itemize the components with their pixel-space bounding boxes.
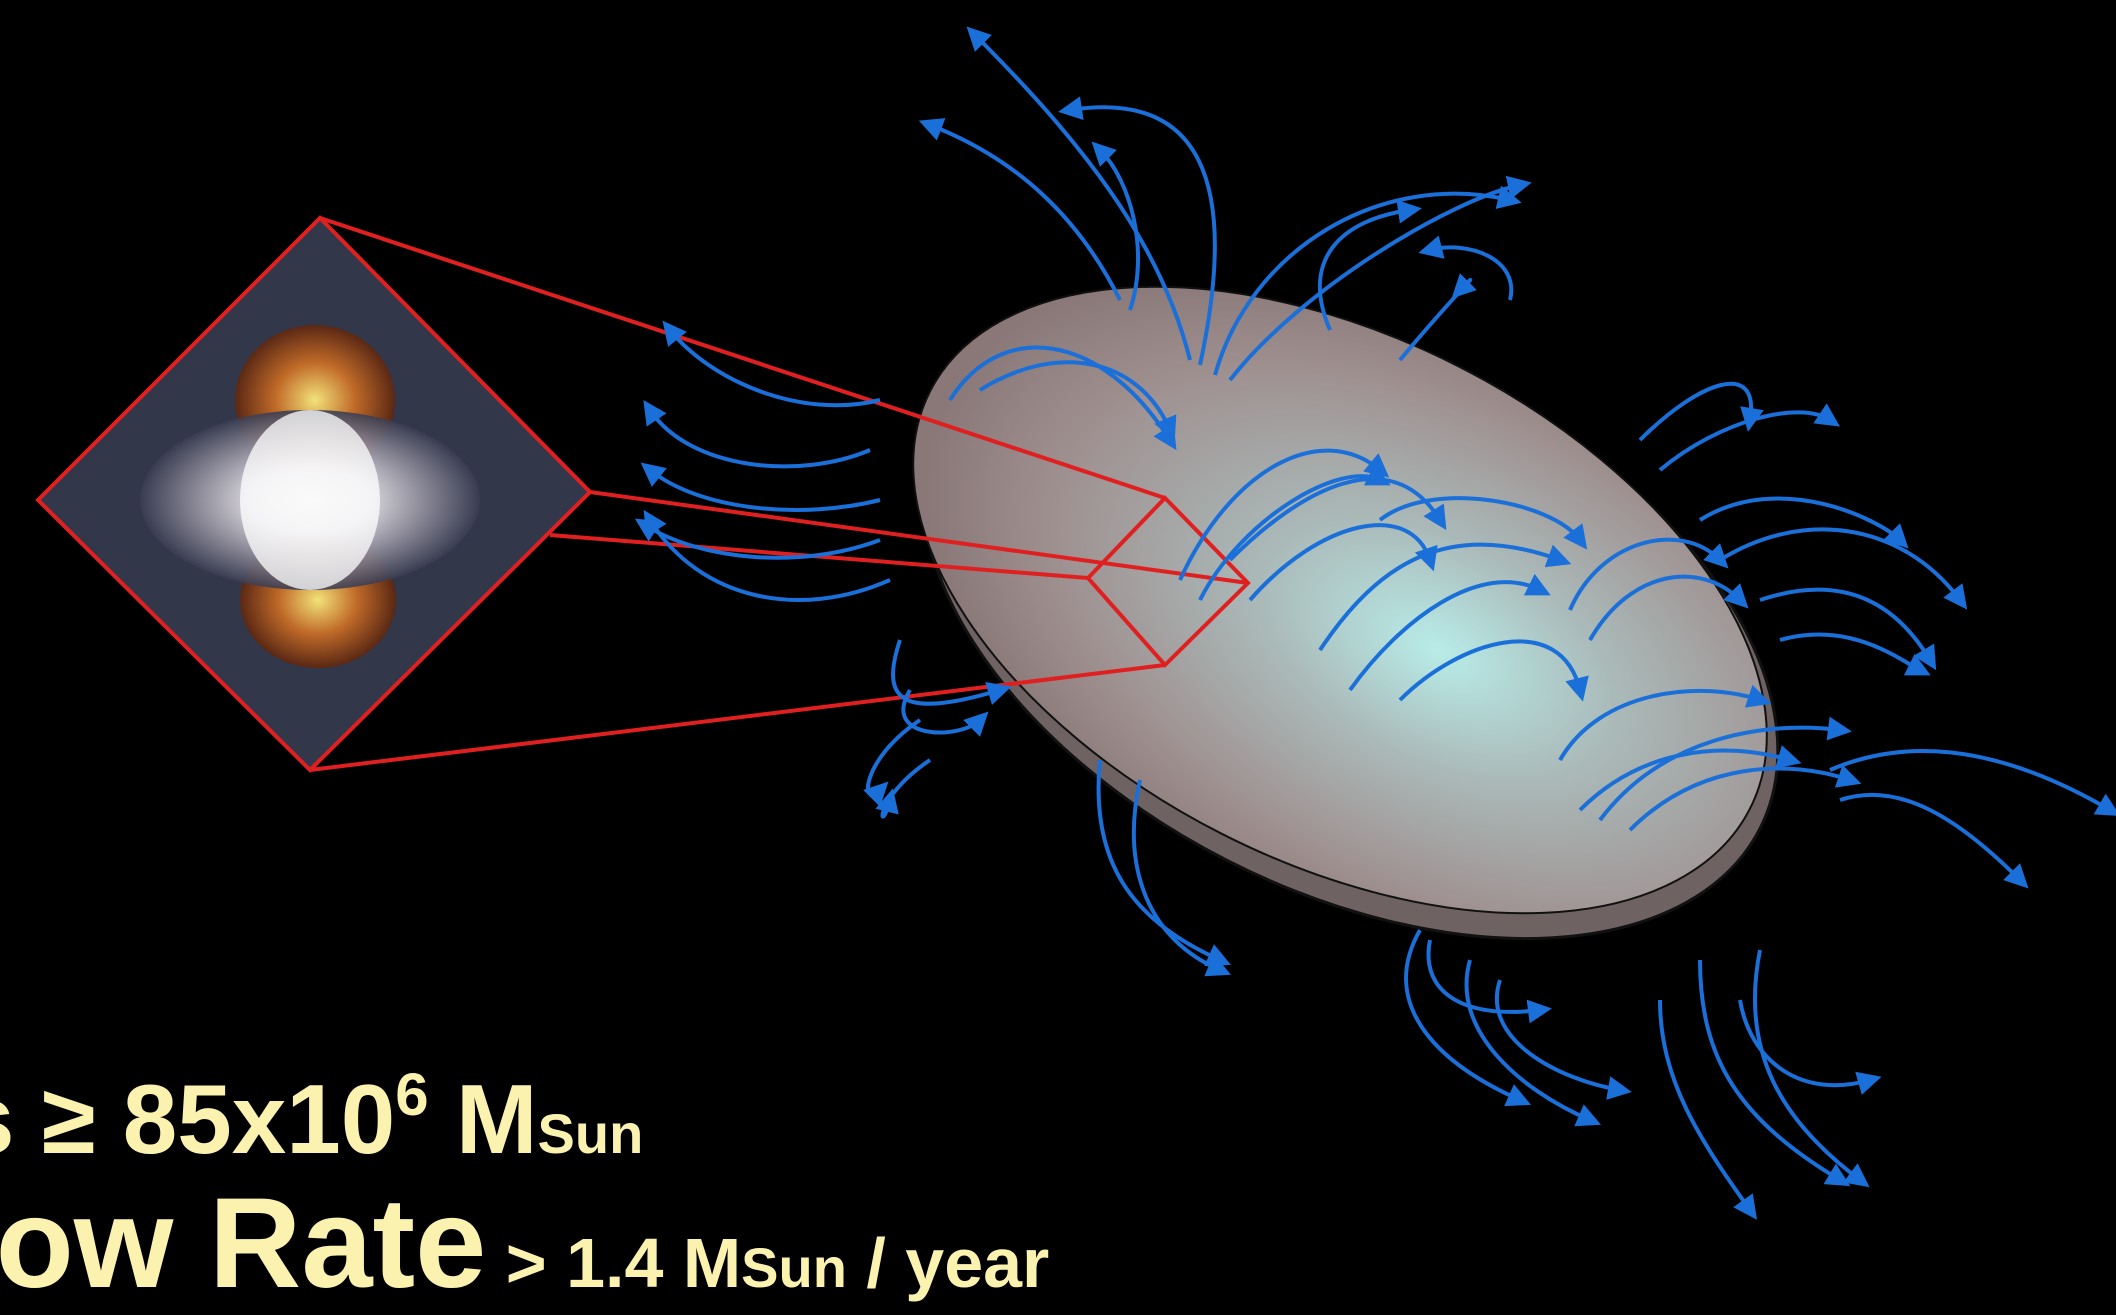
gas-mass-unit: M (429, 1064, 538, 1174)
gas-mass-prefix: s ≥ 85x10 (0, 1064, 395, 1174)
gas-mass-unit-sub: Sun (538, 1102, 644, 1165)
outflow-rate-value: > 1.4 M (486, 1224, 741, 1302)
outflow-rate-tail: / year (847, 1224, 1049, 1302)
outflow-rate-caption: low Rate > 1.4 MSun / year (0, 1180, 1049, 1308)
outflow-rate-unit-sub: Sun (741, 1236, 847, 1299)
inset-image (30, 210, 600, 780)
galactic-outflow-diagram (0, 0, 2116, 1244)
gas-mass-exponent: 6 (395, 1061, 428, 1128)
gas-mass-caption: s ≥ 85x106 MSun (0, 1065, 643, 1168)
